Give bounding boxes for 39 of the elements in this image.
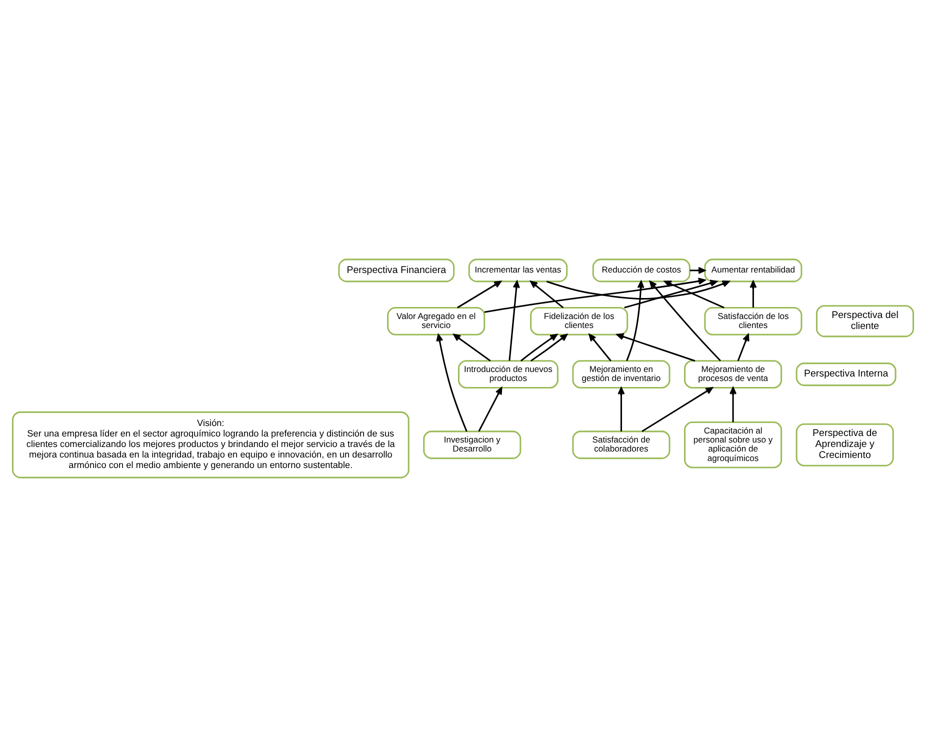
node-box: Visión: Ser una empresa líder en el sector agroquímico logrando la preferencia y distinción de sus clientes comercializando los mejores productos y brindando el mejor servicio a través de la mejora continua basada en la integridad, trabajo en equipo e innovación, en un desarrollo armónico con el medio ambiente y generando un entorno sustentable. bbox=[11, 411, 409, 478]
node-box: Valor Agregado en el servicio bbox=[386, 306, 485, 336]
node-box: Perspectiva Interna bbox=[795, 362, 896, 386]
node-box: Perspectiva de Aprendizaje y Crecimiento bbox=[795, 423, 894, 466]
node-box: Fidelización de los clientes bbox=[530, 306, 628, 336]
node-box: Satisfacción de los clientes bbox=[704, 306, 802, 336]
arrow bbox=[624, 280, 717, 308]
node-box: Perspectiva del cliente bbox=[815, 305, 914, 338]
arrow bbox=[456, 280, 501, 308]
node-box: Capacitación al personal sobre uso y aplicación de agroquímicos bbox=[684, 422, 782, 468]
node-box: Perspectiva Financiera bbox=[338, 258, 454, 282]
arrow bbox=[508, 280, 520, 361]
arrow bbox=[530, 280, 564, 308]
arrow bbox=[648, 280, 720, 362]
node-box: Investigacion y Desarrollo bbox=[422, 430, 521, 460]
arrow bbox=[588, 334, 611, 362]
arrow bbox=[736, 334, 749, 362]
arrow bbox=[626, 280, 644, 362]
node-box: Mejoramiento de procesos de venta bbox=[684, 360, 782, 388]
node-box: Mejoramiento en gestión de inventario bbox=[572, 360, 670, 388]
node-box: Incrementar las ventas bbox=[468, 258, 568, 282]
arrow bbox=[617, 387, 624, 432]
arrow bbox=[436, 334, 467, 432]
arrow bbox=[689, 266, 705, 274]
node-box: Introducción de nuevos productos bbox=[457, 360, 558, 388]
arrow bbox=[749, 280, 756, 308]
arrow bbox=[478, 387, 502, 432]
arrow bbox=[664, 280, 724, 308]
node-box: Reducción de costos bbox=[592, 258, 690, 282]
arrow bbox=[729, 387, 736, 422]
arrow bbox=[641, 387, 712, 432]
arrow bbox=[520, 334, 557, 362]
node-box: Satisfacción de colaboradores bbox=[572, 430, 670, 460]
arrow bbox=[616, 333, 695, 362]
node-box: Aumentar rentabilidad bbox=[704, 258, 802, 282]
arrow bbox=[484, 278, 706, 313]
arrow bbox=[530, 334, 567, 362]
arrow bbox=[452, 334, 490, 362]
arrow bbox=[546, 280, 730, 300]
